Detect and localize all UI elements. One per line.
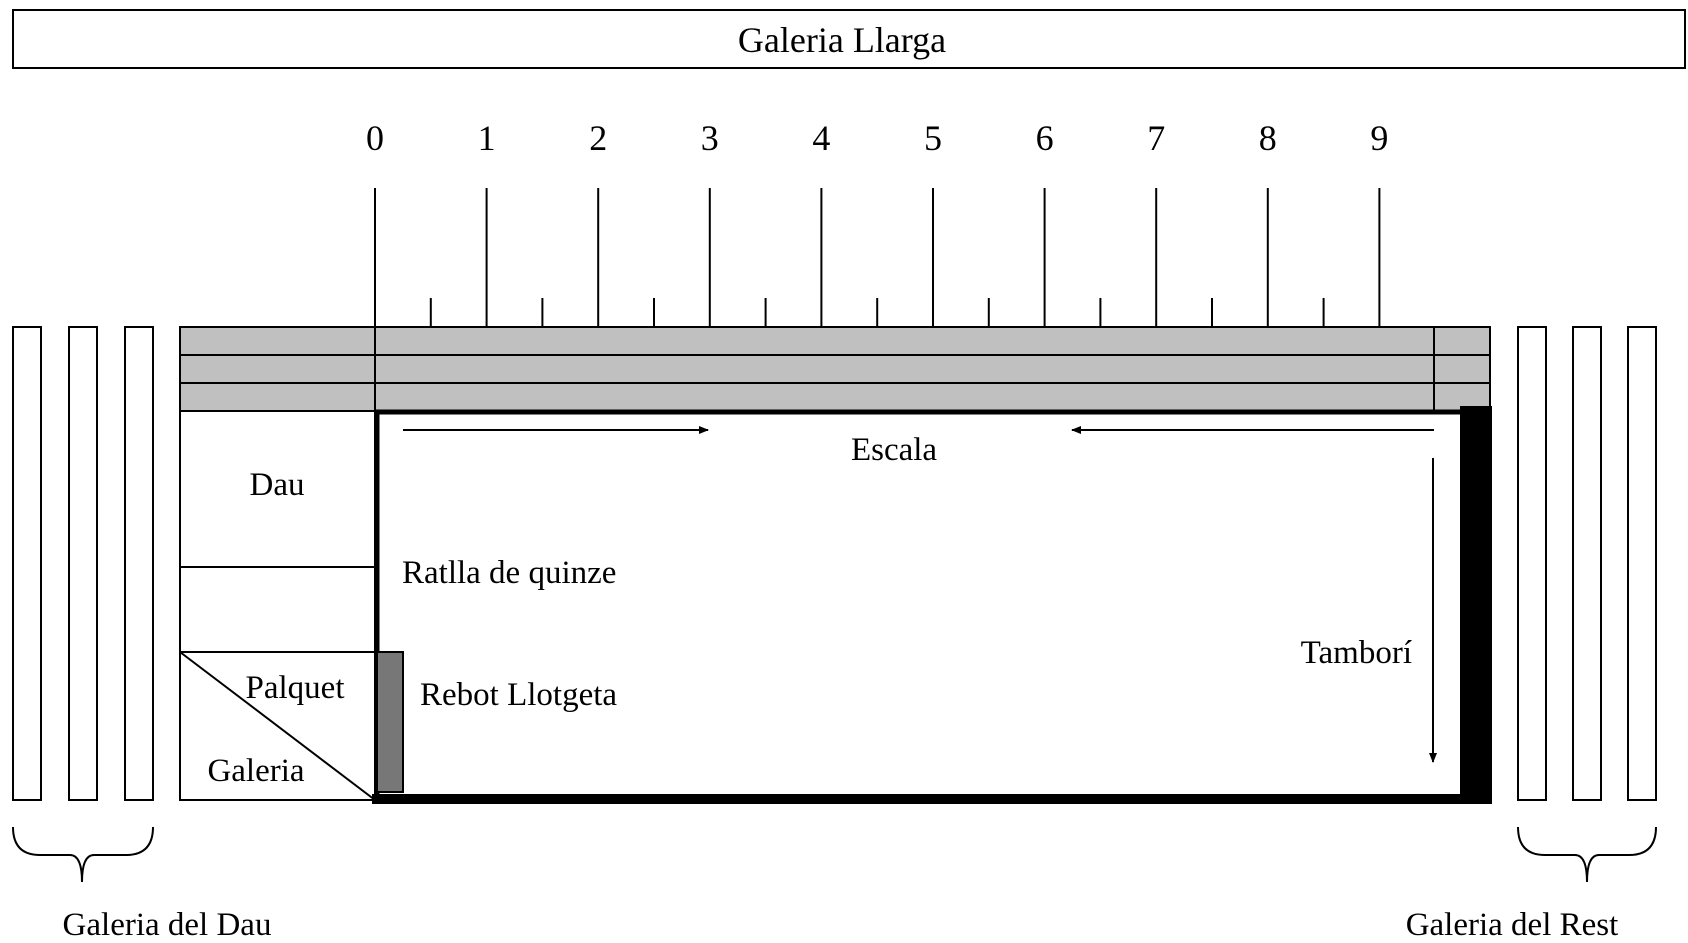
tambori-label: Tamborí: [1301, 635, 1412, 671]
scale-label-8: 8: [1259, 118, 1277, 158]
scale-label-0: 0: [366, 118, 384, 158]
dau-gallery-column-1: [12, 326, 42, 801]
scale-label-7: 7: [1147, 118, 1165, 158]
galeria-llarga-label: Galeria Llarga: [738, 20, 946, 60]
rest-gallery-column-3: [1627, 326, 1657, 801]
dau-gallery-brace: [12, 826, 154, 883]
galeria-label: Galeria: [207, 753, 304, 789]
rest-gallery-brace: [1517, 826, 1657, 883]
scale-label-6: 6: [1036, 118, 1054, 158]
escala-label: Escala: [851, 432, 937, 468]
galeria-del-dau: Galeria del Dau: [12, 326, 272, 943]
dau-gallery-column-3: [124, 326, 154, 801]
palquet-diagonal: [179, 651, 376, 801]
court: Escala Ratlla de quinze Rebot Llotgeta T…: [372, 406, 1492, 804]
galeria-del-rest: Galeria del Rest: [1406, 326, 1657, 943]
scale-label-2: 2: [589, 118, 607, 158]
court-right-wall: [1460, 406, 1492, 804]
step-band-bottom: [179, 382, 1491, 412]
court-bottom-wall: [372, 794, 1492, 804]
scale-label-9: 9: [1370, 118, 1388, 158]
galeria-del-dau-label: Galeria del Dau: [63, 907, 272, 943]
galeria-del-rest-label: Galeria del Rest: [1406, 907, 1619, 943]
escala-steps: [179, 326, 1491, 412]
galeria-llarga-banner: Galeria Llarga: [12, 9, 1686, 69]
scale-label-5: 5: [924, 118, 942, 158]
step-band-middle: [179, 354, 1491, 384]
scale: 0 1 2 3 4 5 6 7 8 9: [366, 118, 1388, 327]
rebot-llotgeta-block: [376, 651, 404, 793]
step-band-top: [179, 326, 1491, 356]
ratlla-label: Ratlla de quinze: [402, 555, 616, 591]
palquet-label: Palquet: [246, 670, 345, 706]
rest-gallery-column-2: [1572, 326, 1602, 801]
rebot-llotgeta-label: Rebot Llotgeta: [420, 677, 617, 713]
left-zone: Dau Palquet Galeria: [179, 410, 376, 801]
dau-gallery-column-2: [68, 326, 98, 801]
scale-label-4: 4: [812, 118, 830, 158]
scale-label-1: 1: [478, 118, 496, 158]
dau-label: Dau: [250, 467, 305, 503]
scale-label-3: 3: [701, 118, 719, 158]
rest-gallery-column-1: [1517, 326, 1547, 801]
